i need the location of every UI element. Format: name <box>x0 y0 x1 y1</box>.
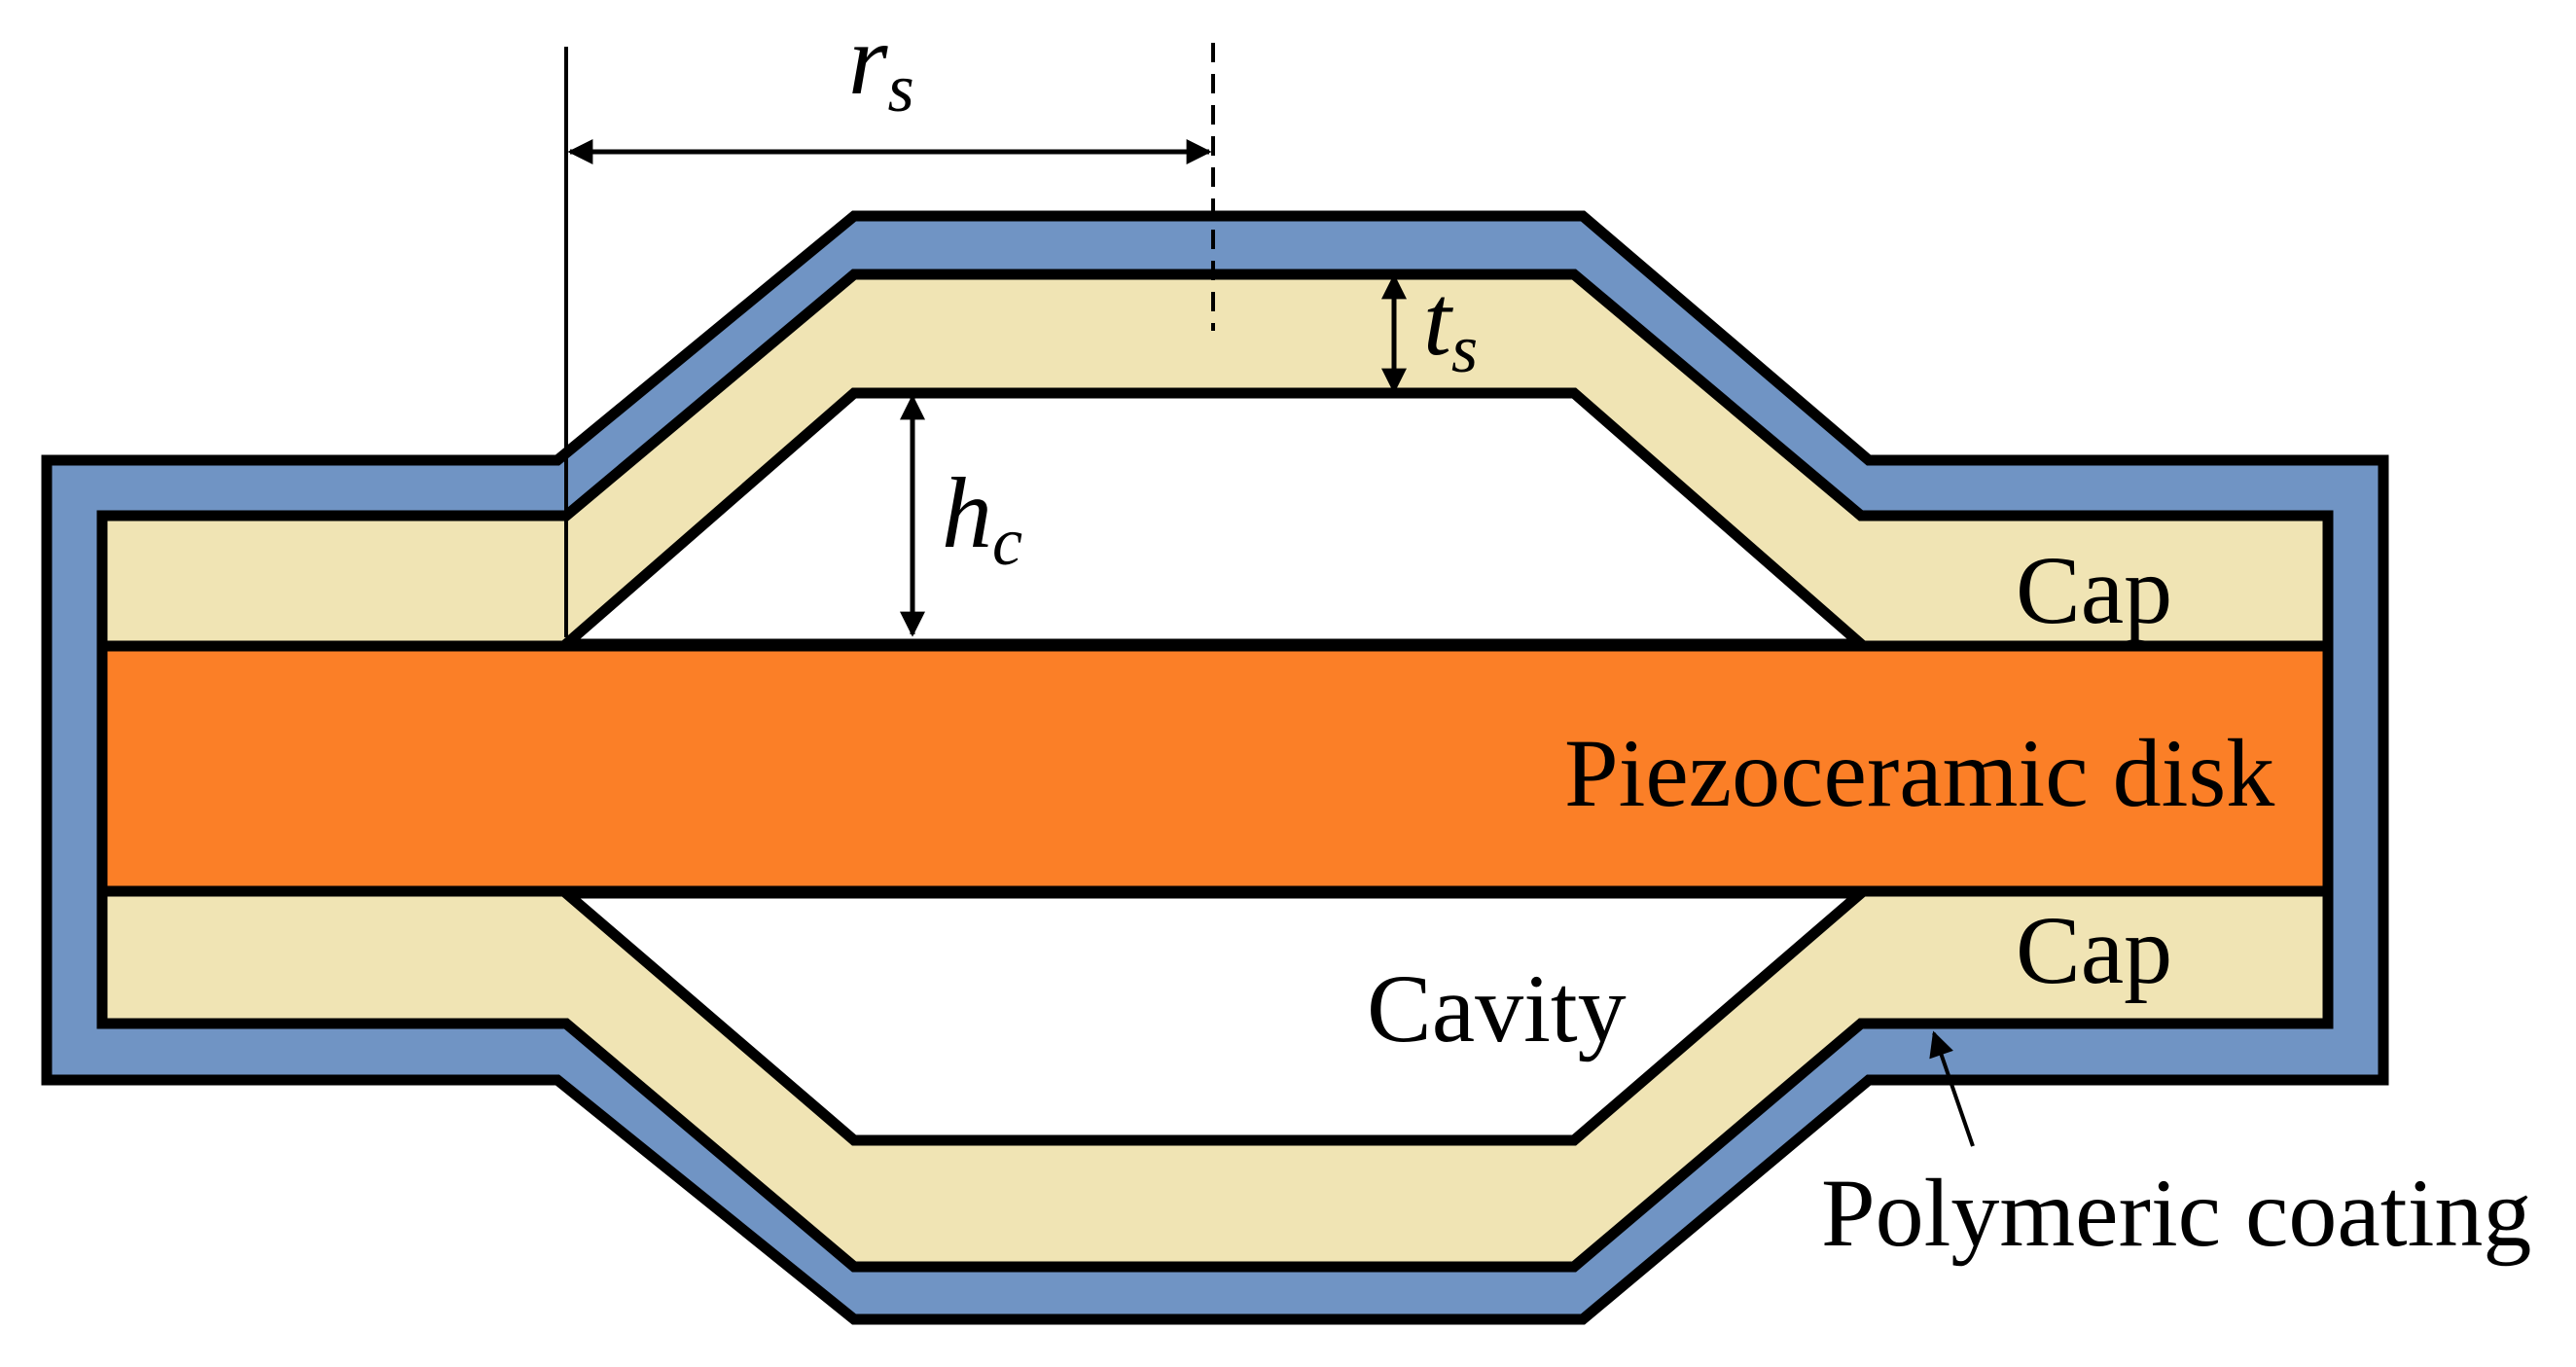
cavity-label: Cavity <box>1367 954 1627 1062</box>
piezoceramic-disk <box>96 640 2334 897</box>
piezo-label: Piezoceramic disk <box>1564 719 2274 827</box>
coating-pointer-arrow <box>1929 1030 1975 1147</box>
rs-label: rs <box>848 4 914 126</box>
hc-label: hc <box>942 457 1022 580</box>
cap-bottom-label: Cap <box>2016 896 2172 1004</box>
cap-top-label: Cap <box>2016 536 2172 644</box>
ts-label: ts <box>1423 265 1478 387</box>
coating-label: Polymeric coating <box>1821 1159 2531 1267</box>
